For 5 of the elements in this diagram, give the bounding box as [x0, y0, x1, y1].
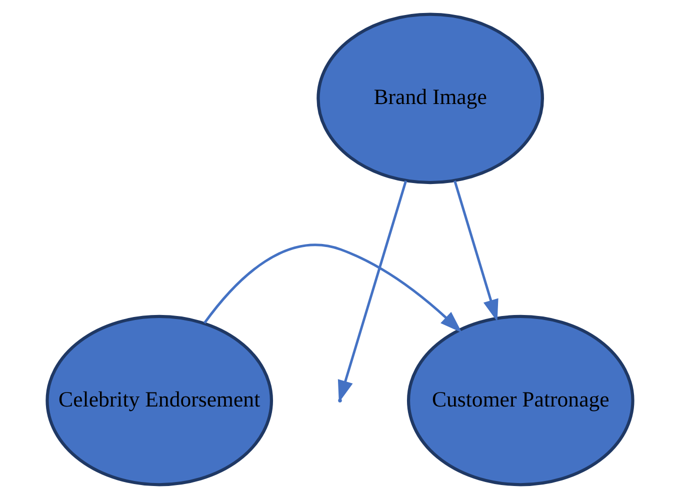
node-ellipse: Brand Image [316, 12, 544, 184]
node-ellipse: Customer Patronage [406, 314, 634, 486]
arrow [204, 244, 462, 333]
arrow [454, 180, 498, 322]
node-ellipse: Celebrity Endorsement [46, 314, 274, 486]
